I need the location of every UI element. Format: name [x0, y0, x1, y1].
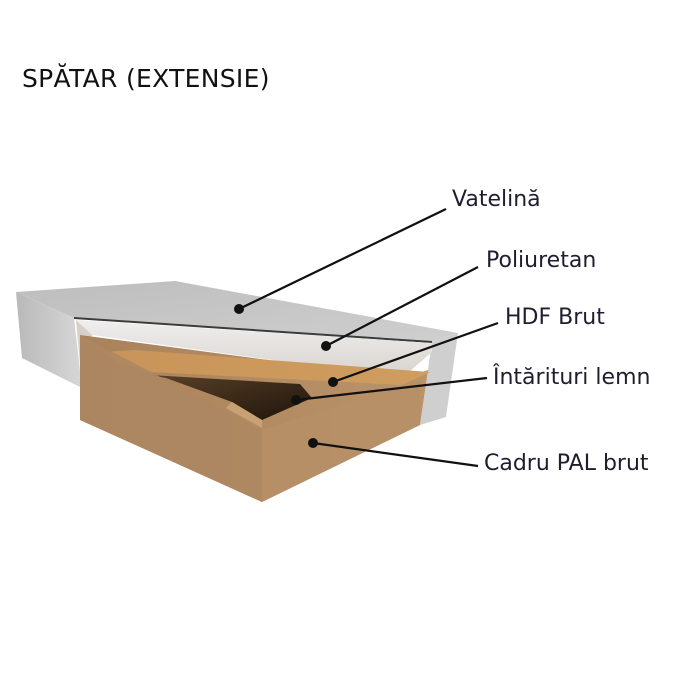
label-cadru-pal-brut: Cadru PAL brut	[484, 451, 649, 476]
diagram-title: SPĂTAR (EXTENSIE)	[22, 64, 270, 93]
frame-cavity	[150, 375, 312, 420]
vatelina-left-side	[16, 292, 82, 388]
vatelina-right-side	[420, 333, 458, 425]
poliuretan-layer	[76, 320, 432, 378]
label-vatelina: Vatelină	[452, 187, 541, 212]
label-intarituri-lemn: Întărituri lemn	[493, 365, 651, 390]
label-poliuretan: Poliuretan	[486, 248, 597, 273]
label-hdf-brut: HDF Brut	[505, 305, 605, 330]
